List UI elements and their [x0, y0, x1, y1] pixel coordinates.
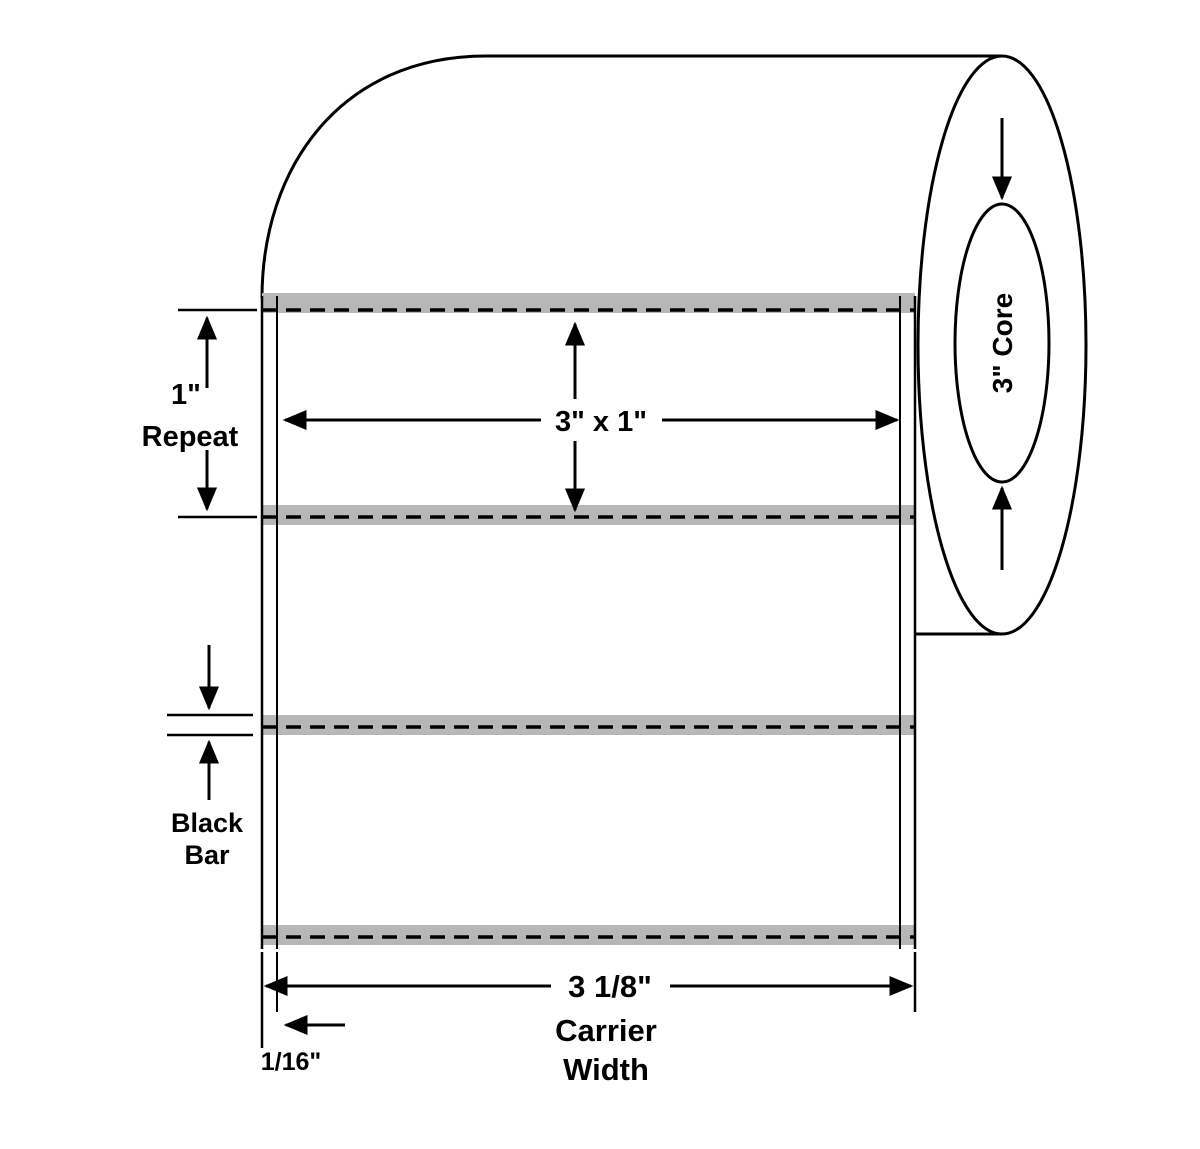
black-bar-band — [262, 505, 915, 525]
black-bar-band — [262, 293, 915, 313]
carrier-width-label-line2: Width — [563, 1052, 649, 1087]
core-label: 3" Core — [987, 293, 1018, 393]
carrier-width-text-mask — [551, 964, 670, 1006]
edge-gap-label: 1/16" — [261, 1048, 322, 1076]
label-size-text-mask — [541, 399, 662, 441]
repeat-label: Repeat — [142, 421, 239, 453]
carrier-width-value: 3 1/8" — [568, 969, 652, 1004]
roll-top-outline — [260, 54, 1002, 299]
label-strip — [262, 293, 915, 949]
black-bar-band — [262, 925, 915, 945]
core-ellipse — [953, 202, 1051, 484]
repeat-value: 1" — [171, 379, 201, 411]
carrier-width-label-line1: Carrier — [555, 1013, 657, 1048]
black-bar-label-line2: Bar — [184, 840, 230, 870]
black-bar-band — [262, 715, 915, 735]
black-bar-label-line1: Black — [171, 808, 244, 838]
label-size-text: 3" x 1" — [555, 406, 647, 438]
